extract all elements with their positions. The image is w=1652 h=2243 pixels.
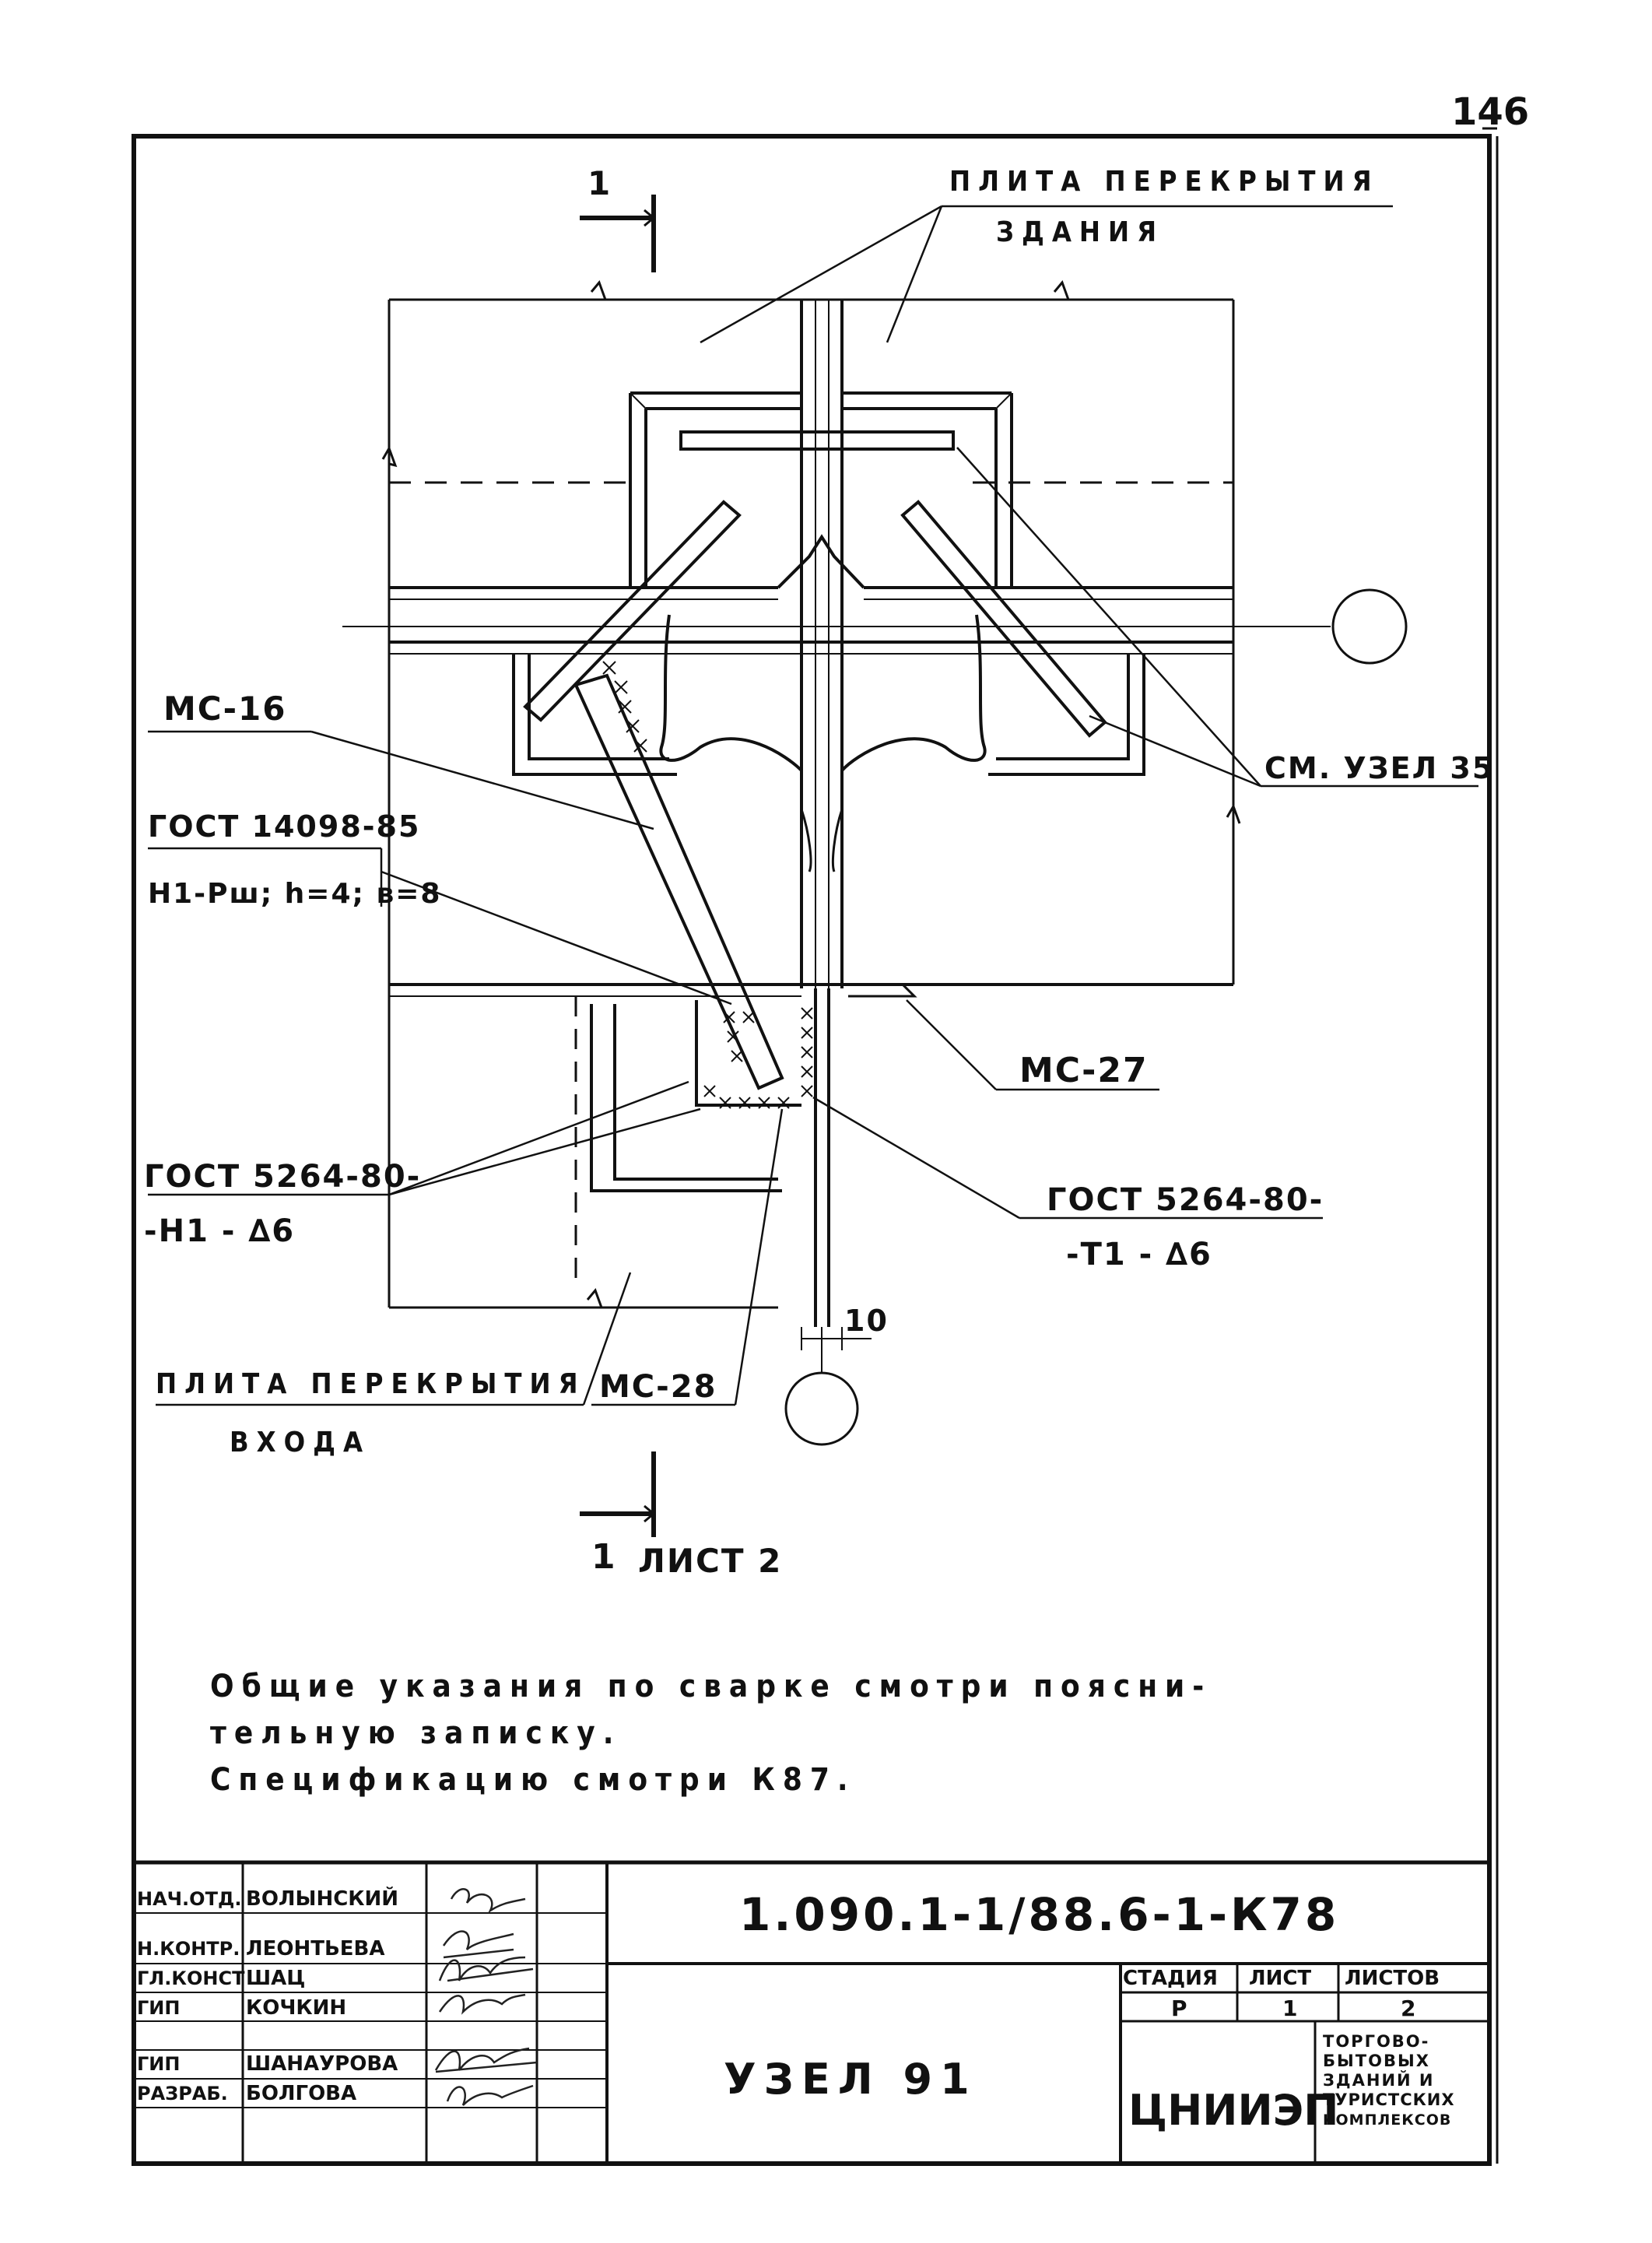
name-2: ЛЕОНТЬЕВА (246, 1937, 384, 1960)
signatures (434, 1888, 538, 2106)
general-notes: Общие указания по сварке смотри поясни- … (210, 1669, 1212, 1798)
org-desc-1: ТОРГОВО- (1323, 2032, 1429, 2051)
label-gost-14098-type: Н1-Рш; h=4; в=8 (148, 878, 441, 910)
drawing-labels: ПЛИТА ПЕРЕКРЫТИЯ ЗДАНИЯ МС-16 ГОСТ 14098… (144, 164, 1494, 1580)
label-gost-5264-t1-line1: ГОСТ 5264-80- (1047, 1182, 1324, 1218)
axis-marker-circle-right (1331, 588, 1408, 665)
sheets-value: 2 (1401, 1996, 1415, 2021)
sheet-frame (132, 127, 1499, 2166)
label-gost-5264-h1-line2: -Н1 - ∆6 (144, 1213, 295, 1249)
org-desc-2: БЫТОВЫХ (1323, 2052, 1430, 2070)
note-line-2: тельную записку. (210, 1715, 621, 1751)
name-1: ВОЛЫНСКИЙ (246, 1886, 398, 1911)
name-3: ШАЦ (246, 1967, 305, 1990)
org-desc-3: ЗДАНИЙ И (1323, 2070, 1435, 2090)
label-ms28: МС-28 (599, 1369, 717, 1405)
label-ms27: МС-27 (1019, 1051, 1149, 1090)
role-4: ГИП (137, 1997, 180, 2019)
role-2: Н.КОНТР. (137, 1938, 240, 1960)
label-slab-entrance-2: ВХОДА (230, 1427, 370, 1458)
name-5: ШАНАУРОВА (246, 2052, 398, 2076)
leader-lines (148, 205, 1478, 1406)
node-drawing (148, 195, 1478, 1537)
role-5: ГИП (137, 2053, 180, 2075)
title-block (134, 1860, 1489, 2164)
label-slab-building-2: ЗДАНИЯ (996, 216, 1164, 248)
node-title: УЗЕЛ 91 (724, 2055, 977, 2104)
label-slab-building-1: ПЛИТА ПЕРЕКРЫТИЯ (949, 166, 1380, 198)
label-ms16: МС-16 (163, 690, 287, 728)
label-slab-entrance-1: ПЛИТА ПЕРЕКРЫТИЯ (156, 1368, 586, 1400)
note-line-1: Общие указания по сварке смотри поясни- (210, 1669, 1212, 1704)
doc-code: 1.090.1-1/88.6-1-К78 (739, 1888, 1339, 1941)
org-name: ЦНИИЭП (1128, 2086, 1339, 2135)
page-number: 146 (1451, 90, 1529, 134)
sheets-header: ЛИСТОВ (1345, 1967, 1440, 1990)
label-see-node-35: СМ. УЗЕЛ 35 (1264, 751, 1494, 785)
weld-hatch-lower (703, 1007, 813, 1109)
label-gost-14098: ГОСТ 14098-85 (148, 809, 420, 844)
title-block-text: 1.090.1-1/88.6-1-К78 УЗЕЛ 91 НАЧ.ОТД. ВО… (137, 1886, 1455, 2135)
label-gost-5264-t1-line2: -Т1 - ∆6 (1066, 1237, 1212, 1272)
role-6: РАЗРАБ. (137, 2083, 228, 2104)
stage-value: Р (1171, 1996, 1187, 2021)
sheet-header: ЛИСТ (1249, 1967, 1311, 1990)
label-section-top: 1 (587, 164, 612, 202)
weld-hatch-upper (602, 661, 647, 753)
axis-marker-circle-bottom (784, 1371, 859, 1446)
role-1: НАЧ.ОТД. (137, 1888, 241, 1910)
label-gost-5264-h1-line1: ГОСТ 5264-80- (144, 1159, 421, 1195)
note-line-3: Спецификацию смотри К87. (210, 1762, 856, 1798)
label-dim-10: 10 (844, 1304, 889, 1338)
stage-header: СТАДИЯ (1123, 1967, 1218, 1990)
org-desc-5: КОМПЛЕКСОВ (1323, 2111, 1451, 2129)
sheet-value: 1 (1282, 1996, 1297, 2021)
role-3: ГЛ.КОНСТ (137, 1967, 245, 1989)
name-6: БОЛГОВА (246, 2082, 356, 2105)
name-4: КОЧКИН (246, 1996, 346, 2020)
org-desc-4: ТУРИСТСКИХ (1323, 2090, 1455, 2109)
label-sheet-ref: ЛИСТ 2 (638, 1542, 782, 1580)
label-section-bottom: 1 (591, 1537, 617, 1577)
